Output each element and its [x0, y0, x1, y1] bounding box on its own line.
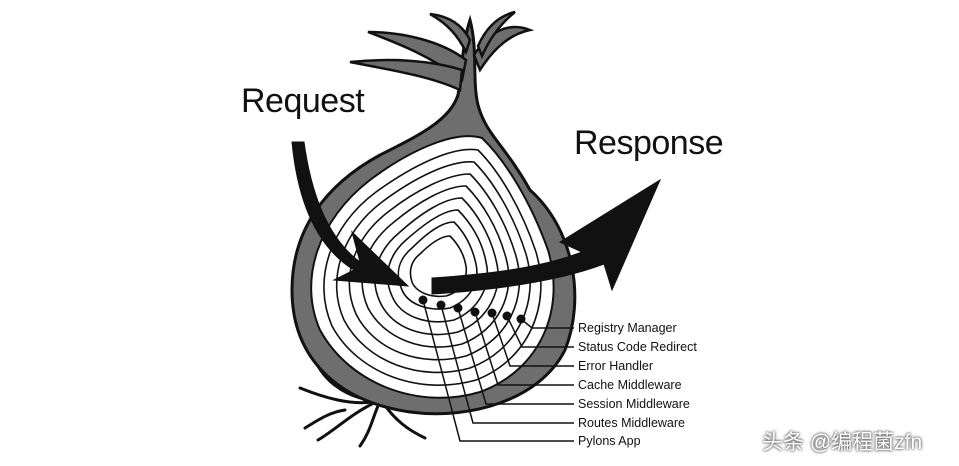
leader-session-middleware — [457, 307, 574, 405]
layer-label-cache-middleware: Cache Middleware — [578, 378, 682, 392]
layer-label-session-middleware: Session Middleware — [578, 397, 690, 411]
layer-label-registry-manager: Registry Manager — [578, 321, 677, 335]
response-label: Response — [574, 124, 724, 162]
layer-label-error-handler: Error Handler — [578, 359, 654, 373]
leader-pylons-app — [422, 299, 574, 442]
layer-label-routes-middleware: Routes Middleware — [578, 416, 685, 430]
leader-registry-manager — [520, 318, 574, 329]
request-label: Request — [241, 82, 365, 120]
layer-label-pylons-app: Pylons App — [578, 434, 641, 448]
watermark: 头条 @编程菌zfn — [762, 431, 923, 454]
leader-routes-middleware — [440, 304, 574, 424]
onion-inner-flesh — [310, 135, 555, 399]
onion-stem — [349, 10, 535, 92]
leader-status-code-redirect — [506, 315, 574, 348]
response-arrow — [431, 178, 662, 295]
leader-cache-middleware — [474, 311, 574, 386]
onion-rings — [323, 148, 542, 386]
layer-leader-lines — [422, 299, 574, 442]
leader-error-handler — [491, 312, 574, 367]
request-arrow — [291, 141, 410, 287]
layer-label-status-code-redirect: Status Code Redirect — [578, 340, 697, 354]
